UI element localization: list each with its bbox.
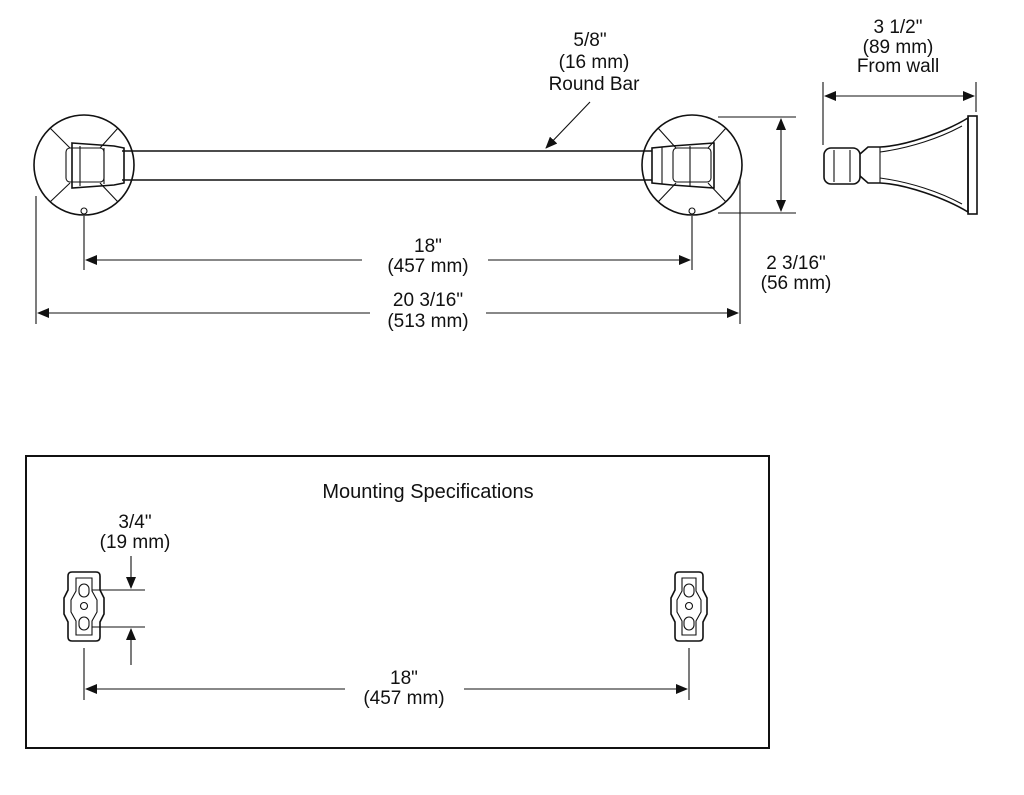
- left-wall-bracket: [63, 571, 105, 642]
- projection-inches: 3 1/2": [873, 17, 922, 38]
- round-bar: [122, 150, 652, 181]
- bracket-offset-inches: 3/4": [118, 512, 151, 533]
- mounting-specifications-panel: Mounting Specifications 3/4" (19 mm): [25, 455, 770, 749]
- right-flange: [641, 114, 743, 216]
- bar-diameter-arrow: [545, 101, 591, 149]
- flange-diameter-dimension: 2 3/16" (56 mm): [718, 116, 832, 294]
- mounting-center-inches: 18": [390, 668, 418, 689]
- projection-label: From wall: [857, 56, 939, 77]
- bar-diameter-label-2: (16 mm): [559, 52, 630, 73]
- side-view: 3 1/2" (89 mm) From wall: [822, 17, 978, 215]
- mounting-center-dimension: 18" (457 mm): [83, 648, 690, 709]
- side-bracket: [823, 115, 978, 215]
- center-dimension-inches: 18": [414, 236, 442, 257]
- flange-diameter-mm: (56 mm): [761, 273, 832, 294]
- front-view: 5/8" (16 mm) Round Bar 18" (457 mm) 20 3…: [33, 30, 832, 332]
- bar-diameter-label-1: 5/8": [573, 30, 606, 51]
- overall-length-dimension: 20 3/16" (513 mm): [35, 180, 741, 332]
- center-dimension-mm: (457 mm): [387, 256, 468, 277]
- projection-mm: (89 mm): [863, 37, 934, 58]
- mounting-title: Mounting Specifications: [322, 481, 533, 503]
- flange-diameter-inches: 2 3/16": [766, 253, 826, 274]
- left-flange: [33, 114, 135, 216]
- overall-length-mm: (513 mm): [387, 311, 468, 332]
- bar-diameter-label-3: Round Bar: [549, 74, 641, 95]
- bracket-offset-mm: (19 mm): [100, 532, 171, 553]
- right-wall-bracket: [670, 571, 708, 642]
- mounting-center-mm: (457 mm): [363, 688, 444, 709]
- bracket-offset-dimension: 3/4" (19 mm): [92, 512, 170, 665]
- overall-length-inches: 20 3/16": [393, 290, 463, 311]
- bar-diameter-callout: 5/8" (16 mm) Round Bar: [545, 30, 641, 149]
- center-dimension: 18" (457 mm): [83, 216, 693, 277]
